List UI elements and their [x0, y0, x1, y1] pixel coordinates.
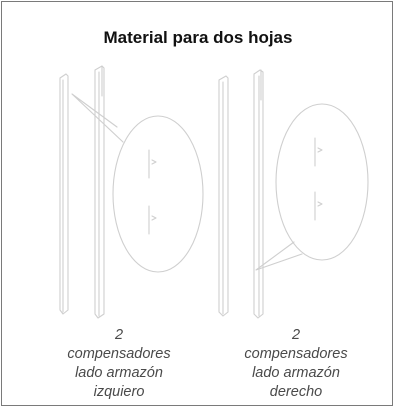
- caption-left-line-3: lado armazón: [75, 365, 163, 381]
- right-profile-a: [218, 75, 229, 317]
- caption-right: 2 compensadores lado armazón derecho: [221, 326, 371, 402]
- right-profile-b: [253, 69, 264, 319]
- right-callout: [255, 103, 369, 271]
- caption-right-line-1: 2: [291, 327, 301, 343]
- figure-title: Material para dos hojas: [103, 28, 293, 47]
- caption-right-line-3: lado armazón: [252, 365, 340, 381]
- caption-left-line-4: izquiero: [93, 384, 145, 400]
- caption-left-line-1: 2: [114, 327, 124, 343]
- compensator-illustration: [59, 65, 369, 319]
- left-callout: [71, 93, 204, 273]
- left-profile-b: [94, 65, 105, 319]
- caption-left-line-2: compensadores: [67, 346, 171, 362]
- caption-left: 2 compensadores lado armazón izquiero: [44, 326, 194, 402]
- caption-right-line-4: derecho: [269, 384, 323, 400]
- caption-right-line-2: compensadores: [244, 346, 348, 362]
- left-profile-a: [59, 73, 69, 315]
